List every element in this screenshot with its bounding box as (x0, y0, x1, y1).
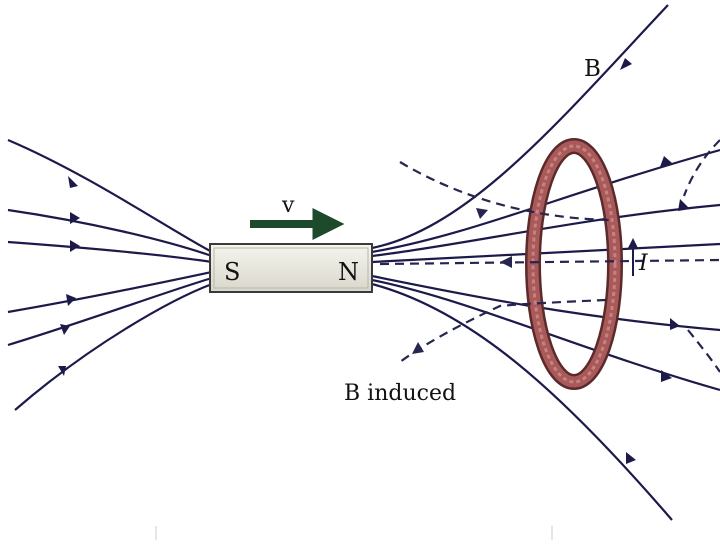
right-arrow-bottom (626, 452, 636, 464)
loop-ring (527, 140, 621, 388)
velocity-arrow: v (250, 193, 345, 240)
induced-arrow-top (476, 208, 488, 219)
induced-field-lines (379, 139, 720, 373)
right-arrow-5 (670, 318, 680, 330)
right-arrow-3 (678, 199, 690, 211)
induced-line-low (399, 298, 607, 363)
field-line-right-4 (371, 242, 720, 264)
left-arrow-1 (68, 176, 78, 188)
magnet-south-label: S (224, 258, 240, 286)
field-label: B (584, 56, 601, 82)
field-line-left-5 (7, 276, 213, 347)
left-arrow-4 (66, 294, 76, 306)
induced-line-center (379, 258, 720, 266)
left-field-lines (7, 138, 213, 411)
field-line-left-1 (7, 138, 213, 253)
current-indicator: I (628, 238, 649, 276)
field-line-right-bottom (371, 282, 673, 521)
field-line-left-3 (7, 240, 213, 264)
left-arrow-5 (60, 324, 70, 335)
induced-line-right-bottom (687, 329, 720, 373)
velocity-label: v (281, 193, 295, 218)
induced-line-right-top (682, 139, 720, 197)
right-arrow-6 (661, 370, 672, 382)
induced-arrow-center (500, 256, 512, 268)
current-label: I (638, 251, 649, 276)
left-arrow-3 (70, 240, 80, 252)
left-field-arrows (58, 176, 80, 376)
right-field-arrows (620, 58, 690, 464)
induced-field-label: B induced (344, 381, 456, 406)
induced-arrow-low (412, 342, 424, 354)
induced-arrows (412, 208, 512, 354)
field-line-left-6 (14, 282, 213, 411)
field-line-right-top (371, 4, 669, 250)
field-line-right-3 (371, 203, 720, 258)
induced-line-top (399, 161, 611, 222)
field-line-left-2 (7, 208, 213, 258)
wire-loop (525, 138, 623, 390)
bar-magnet: S N (209, 243, 373, 293)
right-arrow-top (620, 58, 632, 70)
field-line-right-2 (371, 148, 720, 254)
right-arrow-2 (660, 156, 672, 167)
magnet-body (209, 243, 373, 293)
left-arrow-2 (70, 212, 80, 224)
right-field-lines (371, 4, 720, 521)
magnet-north-label: N (338, 258, 359, 286)
field-line-left-4 (7, 270, 213, 314)
left-arrow-6 (58, 366, 66, 376)
